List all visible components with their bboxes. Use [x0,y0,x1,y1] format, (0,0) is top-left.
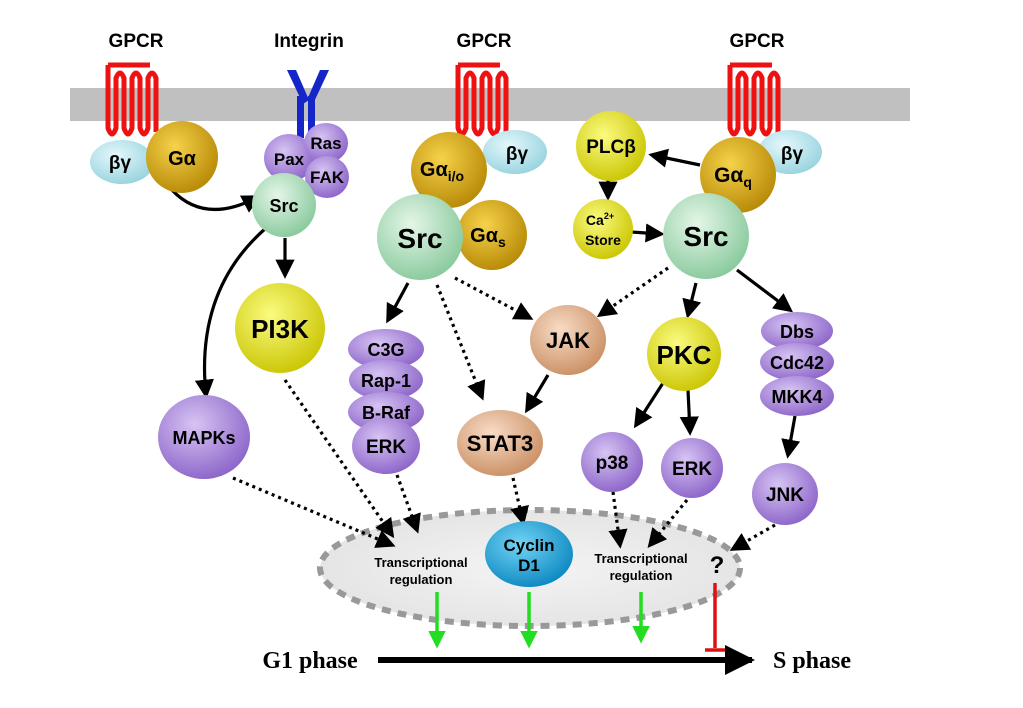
cdc42-node [760,343,834,381]
cyclin-d1-node [485,521,573,587]
braf-label: B-Raf [362,403,411,423]
plc-beta-node [576,111,646,181]
beta-gamma-right-label: βγ [781,144,804,165]
g-alpha-q-label: Gαq [714,164,752,190]
beta-gamma-left [90,140,154,184]
jnk-node [752,463,818,525]
g-alpha-q [700,137,776,213]
stat3-node [457,410,543,476]
src-middle [377,194,463,280]
g-alpha-s-main: Gα [470,225,499,247]
jak-label: JAK [546,328,590,353]
erk-middle-label: ERK [366,437,406,458]
stat3-label: STAT3 [467,431,533,456]
erk-right-node [661,438,723,498]
dbs-label: Dbs [780,322,814,342]
g-alpha-io-sub: i/o [448,168,464,184]
green-activation-arrows [428,592,650,649]
gpcr-receptor-left [105,62,159,137]
integrin-receptor [287,70,329,138]
ca-main: Ca [586,212,604,228]
g-alpha-io-label: Gαi/o [420,159,464,184]
jak-node [530,305,606,375]
s-phase-label: S phase [773,648,851,674]
fak-node [305,156,349,198]
rap1-label: Rap-1 [361,371,411,391]
src-right [663,193,749,279]
src-right-label: Src [683,221,728,252]
mapks-label: MAPKs [172,428,235,448]
g-alpha-s-label: Gαs [470,225,506,250]
c3g-label: C3G [367,340,404,360]
src-left [252,173,316,237]
gpcr-label-right: GPCR [730,31,785,52]
src-middle-label: Src [397,223,442,254]
erk-middle-node [352,418,420,474]
transcription-left-line1: Transcriptional [374,555,467,570]
g-alpha-s [457,200,527,270]
g-alpha-left [146,121,218,193]
beta-gamma-middle-label: βγ [506,144,529,165]
integrin-label: Integrin [274,31,344,52]
inhibition-bar [705,583,725,652]
jnk-label: JNK [766,485,804,506]
gpcr-label-middle: GPCR [457,31,512,52]
pax-node [264,134,314,182]
pkc-node [647,317,721,391]
g-alpha-q-main: Gα [714,164,743,187]
g-alpha-s-sub: s [498,234,506,250]
cyclin-line1: Cyclin [503,536,554,555]
mkk4-label: MKK4 [771,387,822,407]
gpcr-label-left: GPCR [109,31,164,52]
g-alpha-left-label: Gα [168,148,197,170]
mkk4-node [760,376,834,416]
mapks-node [158,395,250,479]
erk-right-label: ERK [672,459,712,480]
src-left-label: Src [269,196,298,216]
fak-label: FAK [310,168,345,187]
g-alpha-io [411,132,487,208]
dbs-node [761,312,833,350]
p38-node [581,432,643,492]
ca-sup: 2+ [604,211,614,221]
pkc-label: PKC [657,340,712,370]
ca-label: Ca2+ [586,211,614,228]
store-label: Store [585,232,621,248]
p38-label: p38 [596,453,629,474]
ras-label: Ras [310,134,341,153]
pi3k-label: PI3K [251,314,309,344]
transcription-right-line1: Transcriptional [594,551,687,566]
cdc42-label: Cdc42 [770,353,824,373]
pax-label: Pax [274,150,305,169]
g-alpha-q-sub: q [743,174,752,190]
cyclin-line2: D1 [518,556,540,575]
pi3k-node [235,283,325,373]
g1-phase-label: G1 phase [262,648,358,674]
braf-node [348,392,424,432]
c3g-node [348,329,424,369]
unknown-mark: ? [710,552,725,579]
indirect-arrows [232,266,776,551]
g-alpha-io-main: Gα [420,159,449,181]
ras-node [304,123,348,163]
transcription-right-line2: regulation [610,568,673,583]
beta-gamma-middle [483,130,547,174]
transcription-left-line2: regulation [390,572,453,587]
ca-store-node [573,199,633,259]
rap1-node [349,360,423,400]
beta-gamma-left-label: βγ [109,153,132,174]
plc-beta-label: PLCβ [586,137,636,158]
activation-arrows [170,148,801,459]
